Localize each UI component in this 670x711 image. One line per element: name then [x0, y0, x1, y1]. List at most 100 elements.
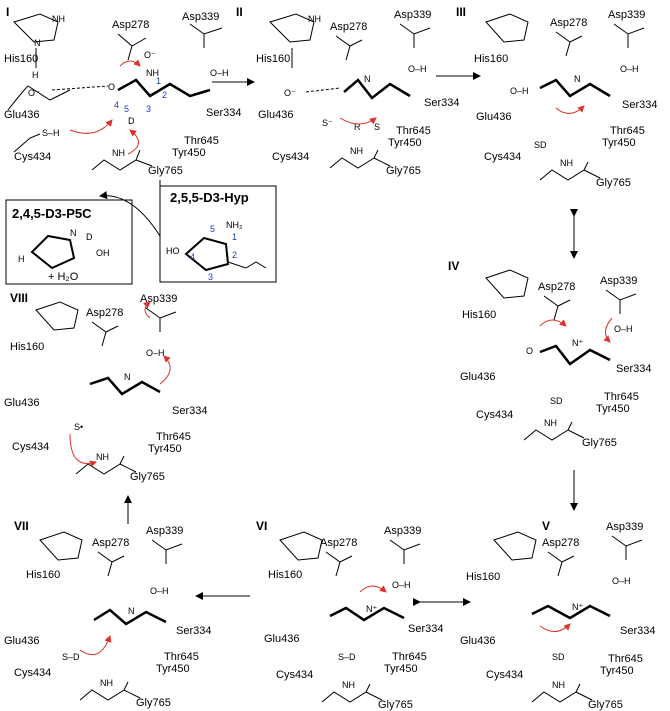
o-minus-label: O⁻ — [28, 88, 40, 98]
o-minus-label: O⁻ — [284, 88, 296, 98]
his160-label: His160 — [4, 53, 38, 65]
n-label: N — [128, 606, 135, 616]
s-minus-label: S⁻ — [322, 118, 333, 128]
box-hyp-title: 2,5,5-D3-Hyp — [170, 190, 249, 205]
ser334-label: Ser334 — [424, 97, 459, 109]
his160-label: His160 — [268, 569, 302, 581]
gly765-label: Gly765 — [148, 165, 183, 177]
stage-V: V His160 Asp278 Asp339 O–H N⁺ Glu436 Ser… — [460, 519, 655, 711]
n-label: N — [574, 74, 581, 84]
sd-label: S–D — [62, 652, 80, 662]
gly765-label: Gly765 — [136, 697, 171, 709]
n-label: N — [364, 74, 371, 84]
d-label: D — [86, 232, 93, 242]
stage-IV: IV His160 Asp278 Asp339 O–H O N⁺ Glu436 … — [448, 259, 651, 449]
nh-label: NH — [96, 452, 109, 462]
atom-2: 2 — [162, 90, 167, 100]
asp339-label: Asp339 — [606, 521, 643, 533]
stereo-s: S — [374, 122, 380, 132]
glu436-label: Glu436 — [4, 635, 39, 647]
asp339-label: Asp339 — [140, 293, 177, 305]
tyr450-label: Tyr450 — [384, 663, 418, 675]
tyr450-label: Tyr450 — [602, 137, 636, 149]
atom-3: 3 — [208, 272, 213, 282]
n-label: N — [124, 372, 131, 382]
ser334-label: Ser334 — [408, 623, 443, 635]
s-radical-label: S• — [74, 422, 83, 432]
glu436-label: Glu436 — [264, 633, 299, 645]
nh-ring-label: NH — [146, 68, 159, 78]
his160-label: His160 — [466, 571, 500, 583]
asp278-label: Asp278 — [538, 281, 575, 293]
tyr450-label: Tyr450 — [148, 443, 182, 455]
oh-label: O–H — [150, 586, 169, 596]
his160-label: His160 — [474, 53, 508, 65]
atom-5: 5 — [210, 224, 215, 234]
glu436-label: Glu436 — [476, 111, 511, 123]
asp278-label: Asp278 — [92, 537, 129, 549]
stage-VIII: VIII His160 Asp278 Asp339 O–H N Glu436 S… — [4, 291, 207, 483]
asp339-label: Asp339 — [600, 275, 637, 287]
stage-label: V — [542, 519, 550, 533]
stage-label: VIII — [10, 291, 28, 305]
asp339-label: Asp339 — [146, 525, 183, 537]
gly765-label: Gly765 — [596, 177, 631, 189]
gly765-label: Gly765 — [130, 471, 165, 483]
atom-3: 3 — [146, 104, 151, 114]
cys434-label: Cys434 — [272, 151, 309, 163]
arrow-box-link — [99, 191, 161, 237]
ser334-label: Ser334 — [622, 99, 657, 111]
stage-II: II NH His160 O⁻ Asp278 Asp339 O–H N R S … — [236, 5, 459, 177]
oh-label: O–H — [146, 348, 165, 358]
atom-5: 5 — [124, 104, 129, 114]
asp339-label: Asp339 — [394, 9, 431, 21]
asp278-label: Asp278 — [112, 19, 149, 31]
atom-4: 4 — [190, 252, 195, 262]
nh-label: NH — [544, 418, 557, 428]
o-label: O — [108, 82, 115, 92]
ser334-label: Ser334 — [616, 363, 651, 375]
cys434-label: Cys434 — [12, 441, 49, 453]
gly765-label: Gly765 — [386, 165, 421, 177]
his160-label: His160 — [256, 53, 290, 65]
atom-4: 4 — [114, 100, 119, 110]
oh-label: O–H — [210, 68, 229, 78]
sd-label: SD — [552, 652, 565, 662]
oh-label: O–H — [614, 324, 633, 334]
sd-label: S–D — [338, 652, 356, 662]
thr645-label: Thr645 — [608, 653, 643, 665]
box-hyp: 2,5,5-D3-Hyp HO NH₂ 5 1 2 3 4 — [159, 185, 277, 283]
ser334-label: Ser334 — [172, 405, 207, 417]
water-label: + H₂O — [48, 271, 79, 283]
nh2-label: NH₂ — [226, 220, 243, 230]
stage-I: I NH N His160 H O⁻ Glu436 O NH 4 5 3 2 1… — [4, 5, 241, 177]
n-plus-label: N⁺ — [572, 602, 583, 612]
stage-label: II — [236, 5, 243, 19]
glu436-label: Glu436 — [258, 109, 293, 121]
tyr450-label: Tyr450 — [172, 147, 206, 159]
atom-1: 1 — [232, 232, 237, 242]
asp278-label: Asp278 — [542, 537, 579, 549]
n-label: N — [34, 38, 41, 48]
cys434-label: Cys434 — [276, 669, 313, 681]
thr645-label: Thr645 — [164, 651, 199, 663]
oh-label: O–H — [510, 86, 529, 96]
glu436-label: Glu436 — [4, 397, 39, 409]
box-p5c: 2,4,5-D3-P5C N D OH H + H₂O — [5, 199, 133, 285]
asp339-label: Asp339 — [182, 11, 219, 23]
sd-label: SD — [550, 396, 563, 406]
cys434-label: Cys434 — [484, 151, 521, 163]
thr645-label: Thr645 — [184, 135, 219, 147]
nh-label: NH — [112, 148, 125, 158]
glu436-label: Glu436 — [4, 109, 39, 121]
gly765-label: Gly765 — [378, 699, 413, 711]
thr645-label: Thr645 — [396, 125, 431, 137]
his160-label: His160 — [26, 569, 60, 581]
atom-1: 1 — [156, 76, 161, 86]
box-p5c-title: 2,4,5-D3-P5C — [12, 206, 92, 221]
asp339-label: Asp339 — [608, 9, 645, 21]
cys434-label: Cys434 — [14, 151, 51, 163]
nh-label: NH — [308, 14, 321, 24]
nh-label: NH — [560, 158, 573, 168]
